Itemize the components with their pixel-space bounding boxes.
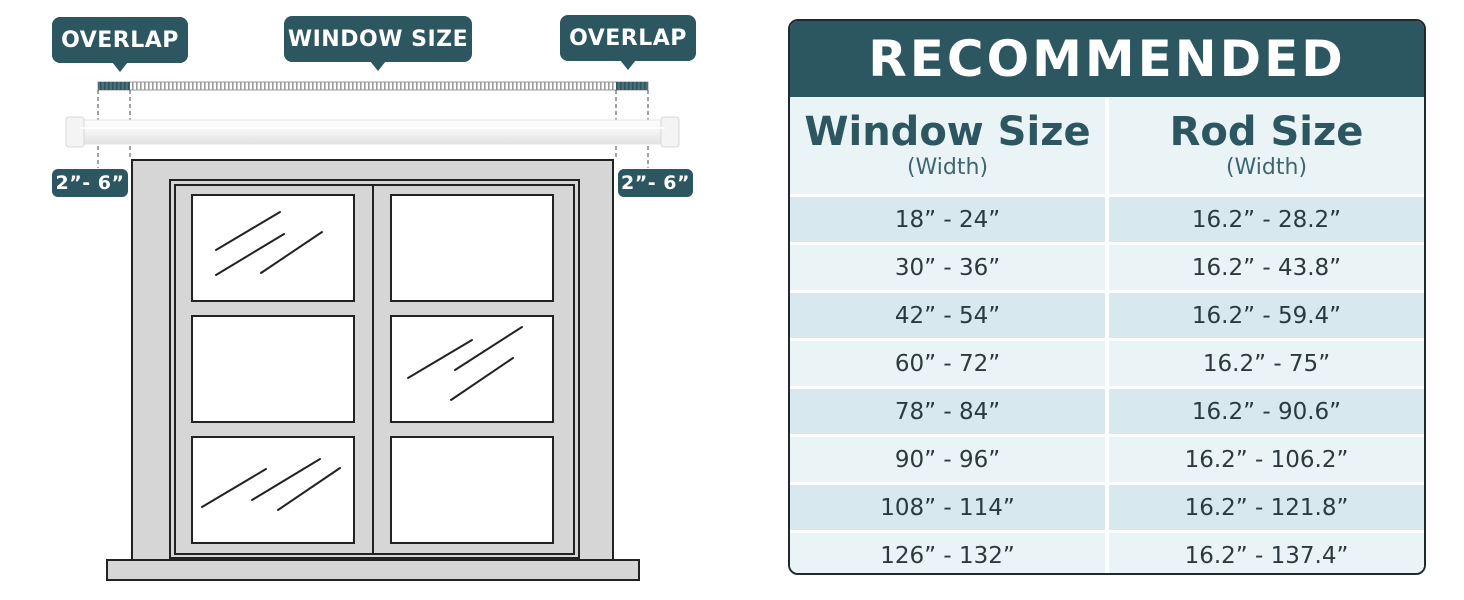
rod-size-cell: 16.2” - 106.2” (1105, 437, 1424, 482)
window (106, 159, 640, 581)
table-title: RECOMMENDED (790, 21, 1424, 97)
range-left-badge: 2”- 6” (52, 169, 128, 197)
range-right-badge: 2”- 6” (618, 169, 693, 197)
overlap-right-text: OVERLAP (569, 25, 687, 51)
rod-size-cell: 16.2” - 59.4” (1105, 293, 1424, 338)
window-size-cell: 30” - 36” (790, 245, 1105, 290)
window-size-cell: 126” - 132” (790, 533, 1105, 573)
overlap-left-label: OVERLAP (52, 17, 188, 72)
window-rod-illustration (65, 81, 680, 581)
window-size-cell: 60” - 72” (790, 341, 1105, 386)
table-header: Window Size (Width) Rod Size (Width) (790, 97, 1424, 194)
table-row: 126” - 132” 16.2” - 137.4” (790, 530, 1424, 573)
overlap-left-text: OVERLAP (61, 27, 179, 53)
window-size-cell: 90” - 96” (790, 437, 1105, 482)
table-row: 60” - 72” 16.2” - 75” (790, 338, 1424, 386)
table-row: 108” - 114” 16.2” - 121.8” (790, 482, 1424, 530)
table-row: 90” - 96” 16.2” - 106.2” (790, 434, 1424, 482)
table-row: 18” - 24” 16.2” - 28.2” (790, 194, 1424, 242)
header-rod-size: Rod Size (Width) (1105, 97, 1424, 194)
curtain-rod (65, 116, 680, 148)
window-size-text: WINDOW SIZE (287, 26, 469, 52)
rod-size-cell: 16.2” - 90.6” (1105, 389, 1424, 434)
window-size-cell: 78” - 84” (790, 389, 1105, 434)
table-row: 30” - 36” 16.2” - 43.8” (790, 242, 1424, 290)
header-rod-size-sub: (Width) (1225, 154, 1308, 180)
rod-size-cell: 16.2” - 75” (1105, 341, 1424, 386)
overlap-right-label: OVERLAP (560, 15, 696, 70)
range-left-text: 2”- 6” (55, 172, 125, 194)
recommended-size-table: RECOMMENDED Window Size (Width) Rod Size… (788, 19, 1426, 575)
header-rod-size-main: Rod Size (1169, 108, 1364, 155)
rod-size-cell: 16.2” - 43.8” (1105, 245, 1424, 290)
table-row: 78” - 84” 16.2” - 90.6” (790, 386, 1424, 434)
window-size-cell: 108” - 114” (790, 485, 1105, 530)
header-window-size: Window Size (Width) (790, 97, 1105, 194)
table-row: 42” - 54” 16.2” - 59.4” (790, 290, 1424, 338)
range-right-text: 2”- 6” (621, 172, 690, 194)
header-window-size-main: Window Size (804, 108, 1091, 155)
window-size-cell: 42” - 54” (790, 293, 1105, 338)
header-window-size-sub: (Width) (906, 154, 989, 180)
window-size-cell: 18” - 24” (790, 197, 1105, 242)
rod-size-cell: 16.2” - 121.8” (1105, 485, 1424, 530)
measurement-ruler (97, 81, 649, 91)
rod-size-cell: 16.2” - 137.4” (1105, 533, 1424, 573)
rod-size-cell: 16.2” - 28.2” (1105, 197, 1424, 242)
window-size-label: WINDOW SIZE (284, 16, 472, 71)
